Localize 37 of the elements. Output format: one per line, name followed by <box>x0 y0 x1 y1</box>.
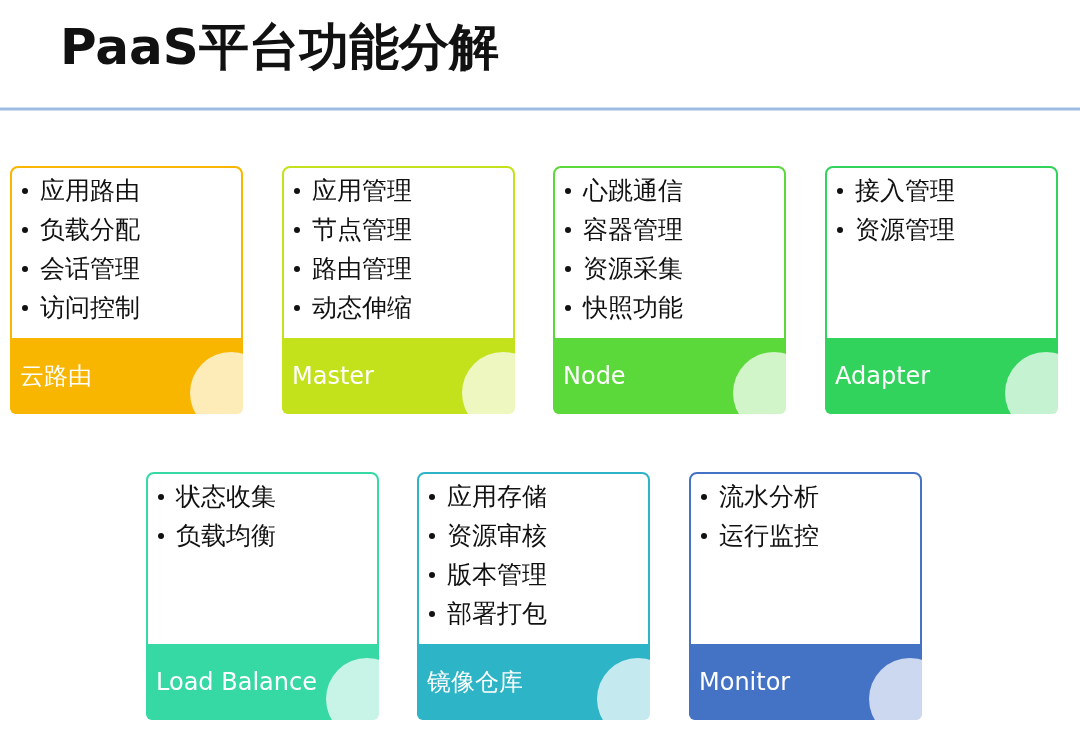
list-item: 资源审核 <box>447 521 547 551</box>
feature-card <box>689 472 922 720</box>
list-item: 接入管理 <box>855 176 955 206</box>
list-item: 心跳通信 <box>583 176 683 206</box>
feature-card <box>553 166 786 414</box>
list-item: 资源管理 <box>855 215 955 245</box>
list-item: 负载均衡 <box>176 521 276 551</box>
card-title: 云路由 <box>20 360 93 392</box>
list-item: 应用管理 <box>312 176 412 206</box>
list-item: 容器管理 <box>583 215 683 245</box>
page-title: PaaS平台功能分解 <box>60 17 499 78</box>
card-title: Monitor <box>699 666 792 698</box>
list-item: 资源采集 <box>583 254 683 284</box>
card-title: Node <box>563 360 627 392</box>
list-item: 版本管理 <box>447 560 547 590</box>
list-item: 部署打包 <box>447 599 547 629</box>
card-title: Adapter <box>835 360 932 392</box>
list-item: 应用存储 <box>447 482 547 512</box>
feature-card <box>146 472 379 720</box>
feature-card <box>417 472 650 720</box>
feature-card <box>10 166 243 414</box>
feature-card <box>282 166 515 414</box>
list-item: 访问控制 <box>40 293 140 323</box>
list-item: 状态收集 <box>176 482 276 512</box>
list-item: 路由管理 <box>312 254 412 284</box>
list-item: 快照功能 <box>583 293 683 323</box>
list-item: 节点管理 <box>312 215 412 245</box>
list-item: 应用路由 <box>40 176 140 206</box>
list-item: 流水分析 <box>719 482 819 512</box>
list-item: 会话管理 <box>40 254 140 284</box>
card-title: 镜像仓库 <box>427 666 524 698</box>
card-title: Master <box>292 360 375 392</box>
list-item: 运行监控 <box>719 521 819 551</box>
list-item: 负载分配 <box>40 215 140 245</box>
list-item: 动态伸缩 <box>312 293 412 323</box>
card-title: Load Balance <box>156 666 318 698</box>
feature-card <box>825 166 1058 414</box>
